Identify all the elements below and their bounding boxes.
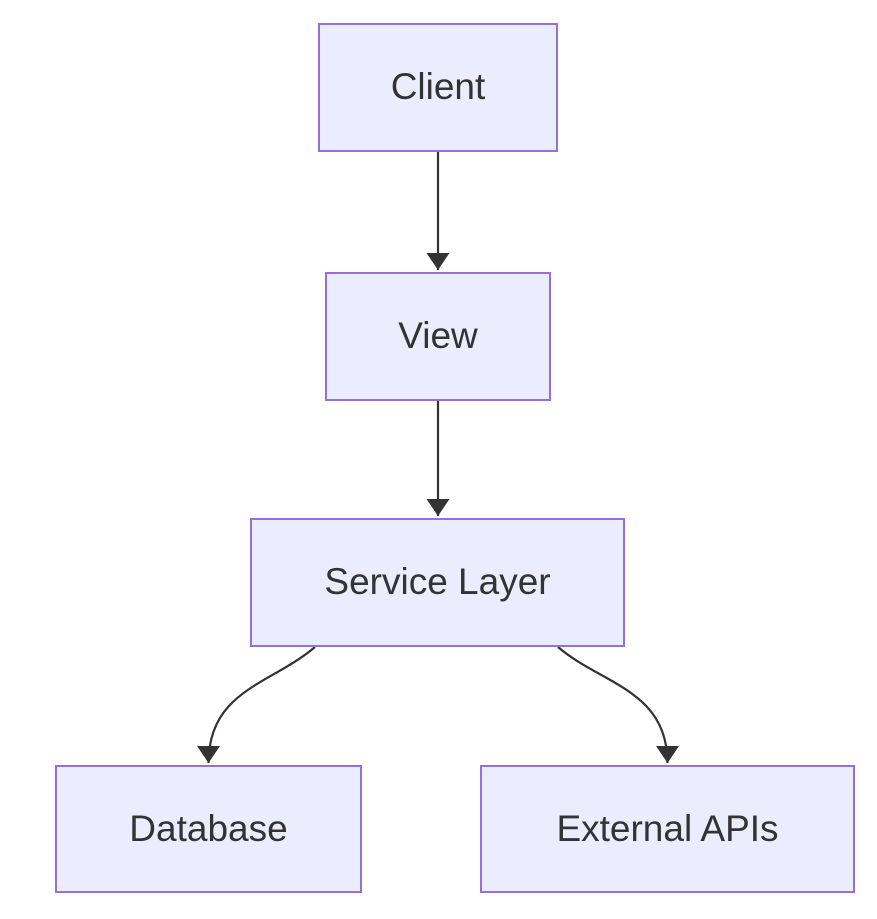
- node-client-label: Client: [390, 66, 486, 108]
- node-view: View: [325, 272, 551, 401]
- edge-service-to-database: [197, 646, 316, 764]
- node-view-label: View: [398, 315, 478, 357]
- node-database-label: Database: [129, 807, 288, 849]
- node-client: Client: [318, 23, 558, 152]
- edge-service-to-external: [557, 646, 679, 764]
- node-database: Database: [55, 765, 362, 893]
- node-service-layer-label: Service Layer: [324, 561, 551, 603]
- node-external-apis: External APIs: [480, 765, 855, 893]
- node-external-apis-label: External APIs: [556, 807, 779, 849]
- node-service-layer: Service Layer: [250, 518, 625, 647]
